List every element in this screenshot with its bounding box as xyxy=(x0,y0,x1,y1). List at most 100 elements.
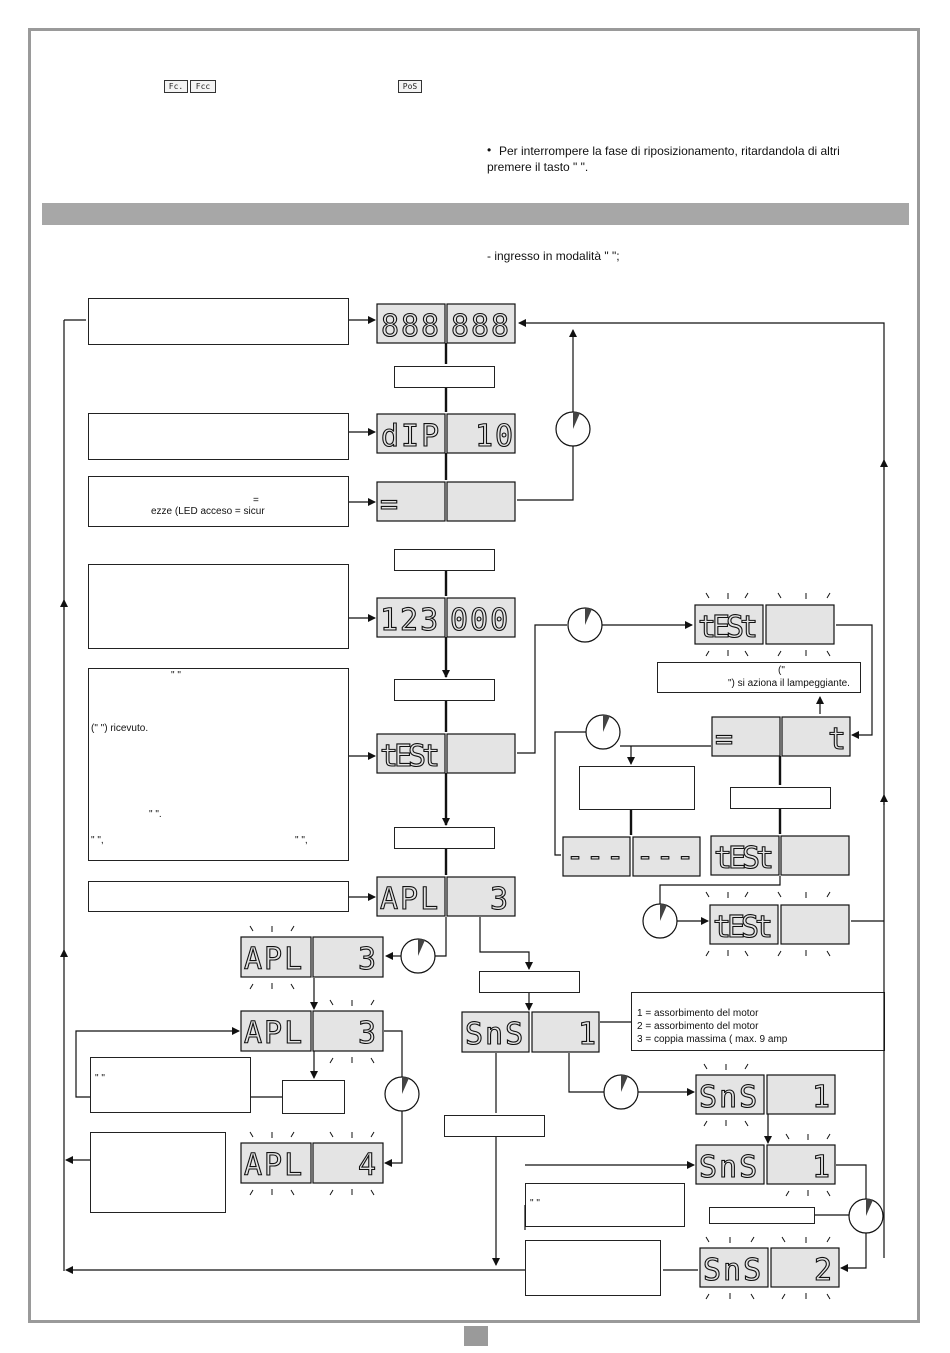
safety-equal: = xyxy=(253,495,259,506)
display-11-left: = xyxy=(715,722,735,757)
display-9: APL 4 xyxy=(240,1142,384,1184)
description-box-1 xyxy=(88,298,349,345)
sns-legend-3: 3 = coppia massima ( max. 9 amp xyxy=(637,1034,788,1045)
display-12-right: --- xyxy=(636,839,696,874)
timer-clock-icon xyxy=(567,607,603,643)
display-8-right: 3 xyxy=(358,1016,378,1051)
safety-led-text: ezze (LED acceso = sicur xyxy=(151,506,265,517)
display-7-right: 3 xyxy=(358,942,378,977)
step-box-3 xyxy=(394,679,495,701)
step-box-1 xyxy=(394,366,495,388)
step-box-2 xyxy=(394,549,495,571)
timer-clock-icon xyxy=(585,714,621,750)
page-frame xyxy=(28,28,920,1323)
display-12: --- --- xyxy=(562,836,701,877)
step-box-4 xyxy=(394,827,495,849)
display-15: SnS 1 xyxy=(461,1011,600,1053)
test-quote-marks-2: " ". xyxy=(149,809,162,820)
display-1-left: 888 xyxy=(381,309,441,344)
timer-clock-icon xyxy=(603,1074,639,1110)
mini-display-fcc: Fcc xyxy=(190,80,216,93)
display-17-left: SnS xyxy=(699,1150,759,1185)
display-10-left: tESt xyxy=(698,610,760,645)
note-line-2: premere il tasto " ". xyxy=(487,160,589,174)
step-box-sns-2 xyxy=(709,1207,815,1224)
description-box-3: = ezze (LED acceso = sicur xyxy=(88,476,349,527)
flash-line-2: ") si aziona il lampeggiante. xyxy=(728,678,850,689)
display-1-right: 888 xyxy=(451,309,511,344)
timer-clock-icon xyxy=(642,903,678,939)
display-8: APL 3 xyxy=(240,1010,384,1052)
display-3-left: = xyxy=(380,487,400,522)
timer-clock-icon xyxy=(400,938,436,974)
sns-legend-box: 1 = assorbimento del motor 2 = assorbime… xyxy=(631,992,885,1051)
sns-quote-box: " " xyxy=(525,1183,685,1227)
display-7-left: APL xyxy=(244,942,304,977)
display-18-left: SnS xyxy=(703,1253,763,1288)
display-13-left: tESt xyxy=(714,841,776,876)
display-16-right: 1 xyxy=(812,1080,832,1115)
step-box-sns xyxy=(479,971,580,993)
display-11: = t xyxy=(711,716,851,758)
display-5-left: tESt xyxy=(380,739,442,774)
display-11-right: t xyxy=(828,722,848,757)
display-14: tESt xyxy=(709,904,850,946)
step-box-test-right xyxy=(730,787,831,809)
test-quote-left: " ", xyxy=(91,835,104,846)
test-result-box xyxy=(579,766,695,810)
timer-clock-icon xyxy=(384,1076,420,1112)
display-15-left: SnS xyxy=(465,1017,525,1052)
timer-clocks xyxy=(384,411,884,1234)
display-18: SnS 2 xyxy=(699,1247,840,1289)
display-14-left: tESt xyxy=(713,910,775,945)
display-18-right: 2 xyxy=(814,1253,834,1288)
mini-display-fc: Fc. xyxy=(164,80,188,93)
section-item: - ingresso in modalità " "; xyxy=(487,249,620,263)
display-17-right: 1 xyxy=(812,1150,832,1185)
display-6-left: APL xyxy=(380,882,440,917)
description-box-4 xyxy=(88,564,349,649)
display-8-left: APL xyxy=(244,1016,304,1051)
display-5: tESt xyxy=(376,733,516,775)
display-7: APL 3 xyxy=(240,936,384,978)
display-13: tESt xyxy=(710,835,850,877)
display-2-left: dIP xyxy=(381,419,441,454)
display-10: tESt xyxy=(694,604,835,646)
display-4: 123 000 xyxy=(376,597,516,639)
apl-step-box xyxy=(282,1080,345,1114)
mini-display-pos: PoS xyxy=(398,80,422,93)
display-4-left: 123 xyxy=(380,603,440,638)
display-9-left: APL xyxy=(244,1148,304,1183)
connectors xyxy=(60,316,888,1274)
apl-quote-box: " " xyxy=(90,1057,251,1113)
display-3: = xyxy=(376,481,516,523)
test-quote-marks: " " xyxy=(171,670,181,681)
page-number-tab xyxy=(464,1326,488,1346)
step-box-exit xyxy=(444,1115,545,1137)
timer-clock-icon xyxy=(848,1198,884,1234)
sns-legend-1: 1 = assorbimento del motor xyxy=(637,1008,759,1019)
description-box-apl xyxy=(88,881,349,912)
display-2-right: 10 xyxy=(475,419,515,454)
sns-exit-box xyxy=(525,1240,661,1296)
display-16-left: SnS xyxy=(699,1080,759,1115)
sns-quote: " " xyxy=(530,1198,540,1209)
display-4-right: 000 xyxy=(450,603,510,638)
flash-info-box: (" ") si aziona il lampeggiante. xyxy=(657,662,861,693)
note-bullet: • xyxy=(487,143,492,157)
display-1: 888 888 xyxy=(376,303,516,345)
display-17: SnS 1 xyxy=(695,1144,836,1186)
display-9-right: 4 xyxy=(358,1148,378,1183)
section-bar xyxy=(42,203,909,225)
flash-line-1: (" xyxy=(778,665,785,676)
test-quote-right: " ", xyxy=(295,835,308,846)
display-2: dIP 10 xyxy=(376,413,516,455)
display-12-left: --- xyxy=(566,839,626,874)
note-line-1: Per interrompere la fase di riposizionam… xyxy=(499,144,840,158)
timer-clock-icon xyxy=(555,411,591,447)
display-6-right: 3 xyxy=(490,882,510,917)
display-15-right: 1 xyxy=(578,1017,598,1052)
display-16: SnS 1 xyxy=(695,1074,836,1116)
apl-quote: " " xyxy=(95,1073,105,1084)
